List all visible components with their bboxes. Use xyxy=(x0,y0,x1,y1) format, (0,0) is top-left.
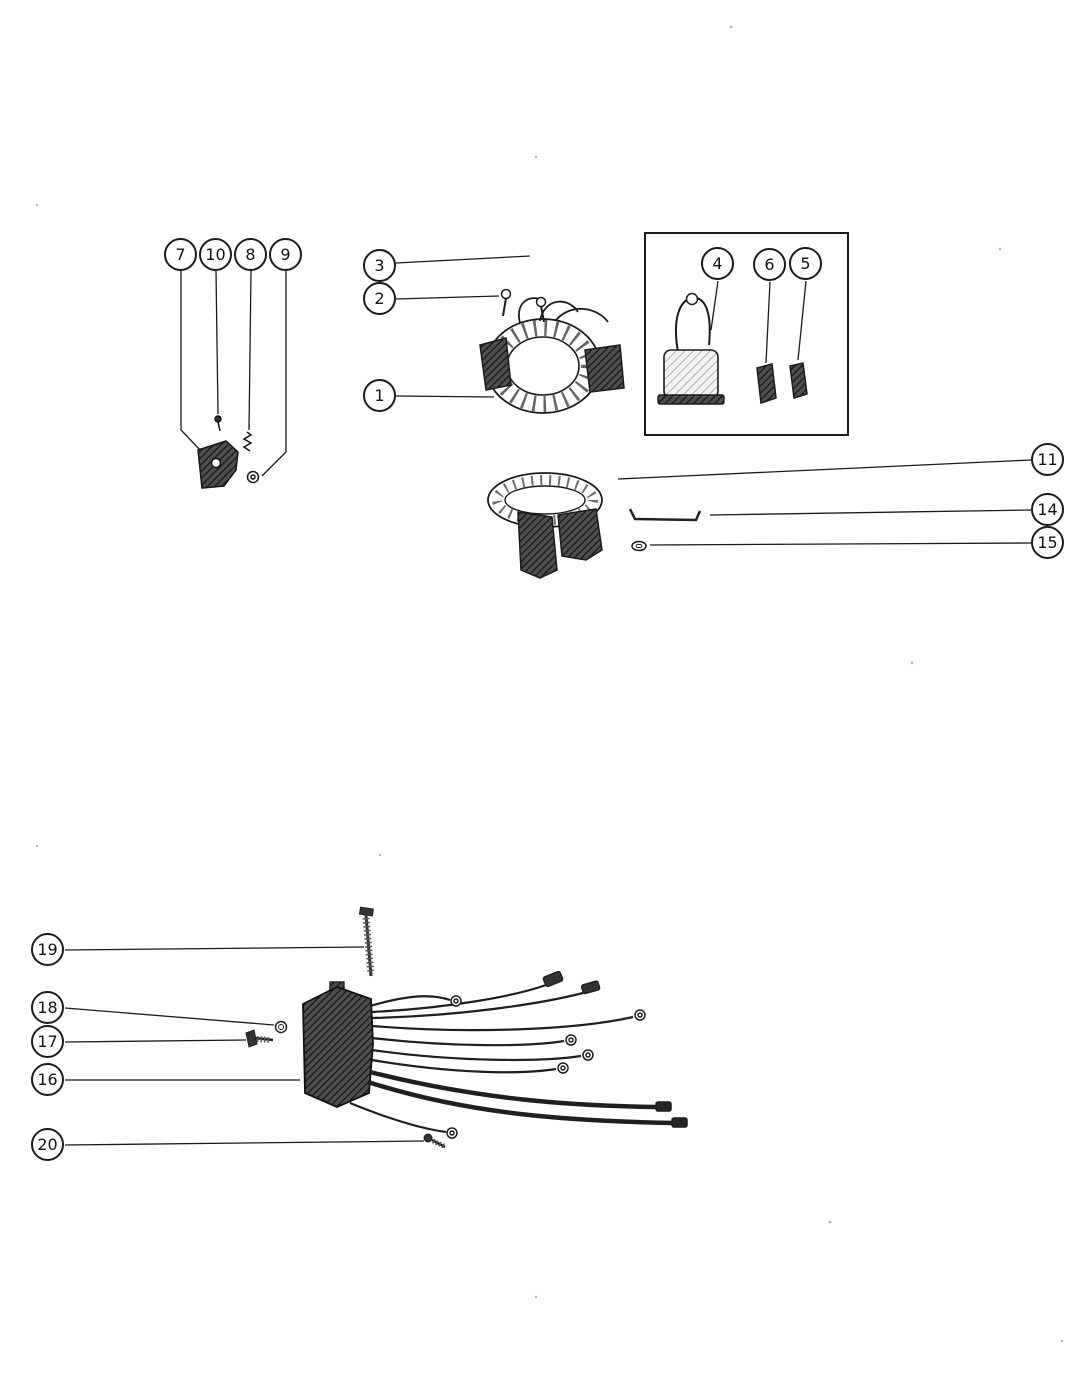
switch-box xyxy=(302,981,374,1108)
leader-lines xyxy=(64,255,1032,1146)
callout-1: 1 xyxy=(363,379,396,412)
callout-9: 9 xyxy=(269,238,302,271)
callout-7: 7 xyxy=(164,238,197,271)
mounting-bolt xyxy=(358,906,375,977)
callout-10: 10 xyxy=(199,238,232,271)
stator-assembly xyxy=(479,288,625,414)
callout-4: 4 xyxy=(701,247,734,280)
harness-wires xyxy=(349,983,675,1134)
callout-2: 2 xyxy=(363,282,396,315)
callout-6: 6 xyxy=(753,248,786,281)
switch-box-harness xyxy=(245,906,688,1149)
coil-kit-box xyxy=(644,232,849,436)
coil-bracket-assembly xyxy=(197,415,260,489)
screw-and-washer xyxy=(245,1020,288,1048)
callout-11: 11 xyxy=(1031,443,1064,476)
callout-14: 14 xyxy=(1031,493,1064,526)
trigger-ring-assembly xyxy=(487,472,702,579)
wire-terminals xyxy=(446,970,688,1139)
callout-15: 15 xyxy=(1031,526,1064,559)
scan-noise xyxy=(35,25,1064,1343)
callout-19: 19 xyxy=(31,933,64,966)
callout-8: 8 xyxy=(234,238,267,271)
callout-20: 20 xyxy=(31,1128,64,1161)
callout-5: 5 xyxy=(789,247,822,280)
ground-screw xyxy=(423,1133,446,1149)
callout-17: 17 xyxy=(31,1025,64,1058)
callout-16: 16 xyxy=(31,1063,64,1096)
callout-18: 18 xyxy=(31,991,64,1024)
callout-3: 3 xyxy=(363,249,396,282)
